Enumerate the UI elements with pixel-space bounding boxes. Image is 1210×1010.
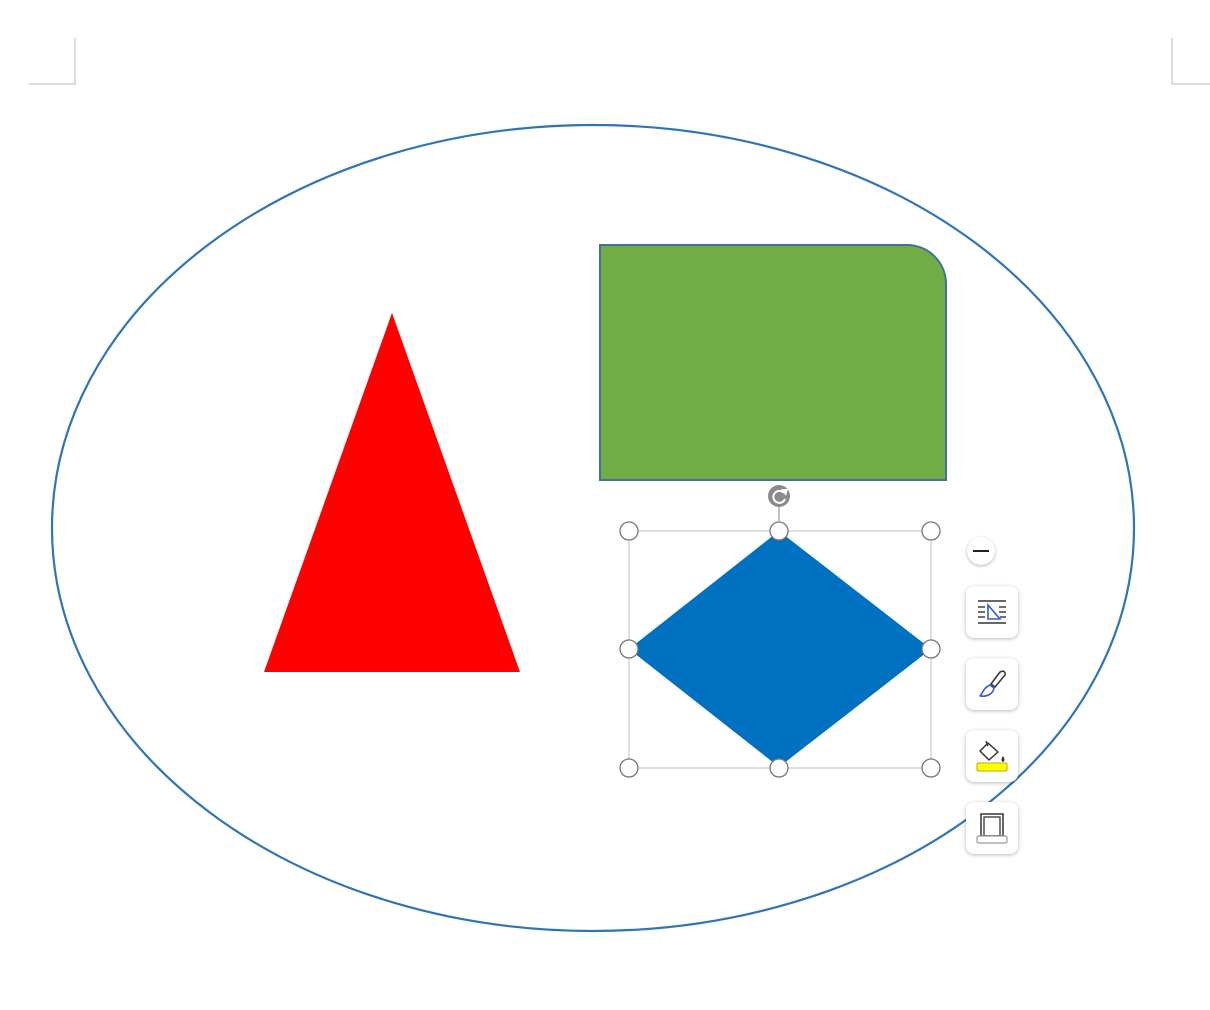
- single-corner-rounded-rectangle-shape[interactable]: [599, 244, 947, 481]
- paint-bucket-fill-icon: [976, 740, 1008, 772]
- collapse-toolbar-button[interactable]: [967, 537, 995, 565]
- resize-handle-bottom-left[interactable]: [619, 758, 639, 778]
- shape-style-button[interactable]: [966, 658, 1018, 710]
- paintbrush-icon: [979, 670, 1006, 697]
- rotate-handle[interactable]: [768, 485, 790, 507]
- layout-options-button[interactable]: [966, 586, 1018, 638]
- resize-handle-middle-left[interactable]: [619, 639, 639, 659]
- oval-shape[interactable]: [50, 123, 1136, 933]
- page-margin-marks: [29, 38, 1210, 85]
- resize-handle-top-center[interactable]: [769, 521, 789, 541]
- margin-mark-top-right: [1171, 38, 1210, 85]
- minus-circle-icon: [973, 550, 989, 552]
- resize-handle-bottom-right[interactable]: [921, 758, 941, 778]
- rotate-arrow-icon: [772, 489, 786, 504]
- diamond-shape[interactable]: [629, 531, 931, 767]
- resize-handles[interactable]: [619, 521, 941, 778]
- resize-handle-top-left[interactable]: [619, 521, 639, 541]
- shape-outline-button[interactable]: [966, 802, 1018, 854]
- resize-handle-bottom-center[interactable]: [769, 758, 789, 778]
- shape-fill-button[interactable]: [966, 730, 1018, 782]
- shape-outline-icon: [976, 813, 1008, 844]
- rotate-arrowhead: [781, 489, 788, 496]
- selection-frame: [619, 485, 941, 778]
- isosceles-triangle-shape[interactable]: [264, 313, 520, 672]
- resize-handle-top-right[interactable]: [921, 521, 941, 541]
- margin-mark-top-left: [29, 38, 76, 85]
- wrap-text-layout-icon: [978, 600, 1006, 624]
- resize-handle-middle-right[interactable]: [921, 639, 941, 659]
